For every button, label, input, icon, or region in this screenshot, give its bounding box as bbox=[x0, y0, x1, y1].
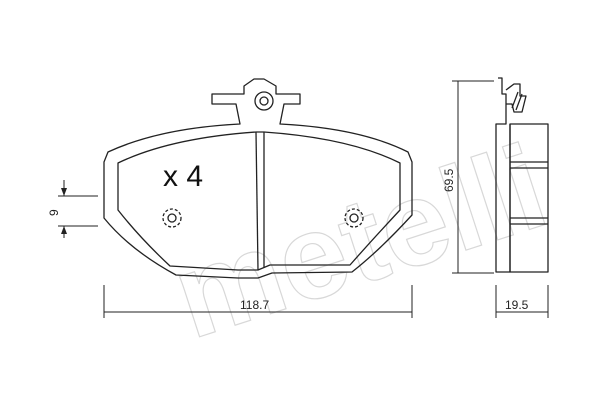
thickness-label: 19.5 bbox=[505, 298, 529, 312]
pin-right-inner bbox=[349, 213, 359, 223]
pin-left bbox=[162, 208, 182, 228]
pin-right bbox=[344, 208, 364, 228]
pad-outline bbox=[103, 78, 413, 279]
hole-dim-arrow-top bbox=[61, 188, 67, 196]
side-friction-block bbox=[509, 123, 549, 273]
hole-spacing-label: 9 bbox=[47, 209, 61, 216]
side-clip-hatch-2 bbox=[515, 93, 523, 111]
watermark-text: metelli bbox=[158, 119, 561, 364]
center-slot-left bbox=[255, 131, 259, 271]
height-label: 69.5 bbox=[442, 168, 456, 192]
width-label: 118.7 bbox=[240, 298, 269, 312]
clip-hole bbox=[254, 91, 274, 111]
friction-lining bbox=[117, 131, 401, 271]
pin-left-inner bbox=[167, 213, 177, 223]
side-backplate bbox=[495, 77, 511, 273]
clip-hole-inner bbox=[259, 96, 269, 106]
quantity-label: x 4 bbox=[163, 160, 203, 193]
side-clip-hatch-1 bbox=[511, 91, 519, 109]
hole-dim-arrow-bottom bbox=[61, 226, 67, 234]
